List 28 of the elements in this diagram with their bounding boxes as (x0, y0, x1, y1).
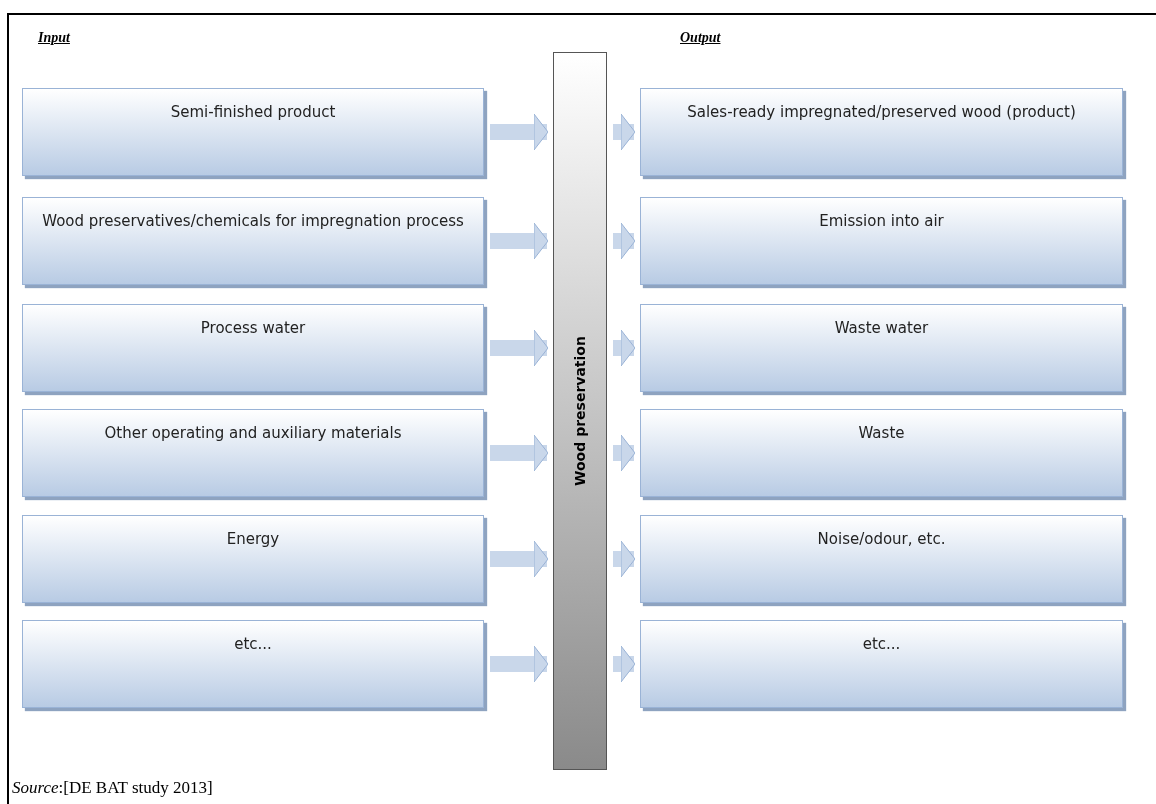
block-arrow (490, 113, 549, 151)
block-arrow (613, 540, 636, 578)
flow-box: Semi-finished product (22, 88, 484, 176)
flow-box: Waste (640, 409, 1123, 497)
column-heading: Output (680, 30, 721, 46)
flow-box: Wood preservatives/chemicals for impregnation process (22, 197, 484, 285)
flow-box: Other operating and auxiliary materials (22, 409, 484, 497)
block-arrow (613, 434, 636, 472)
flow-box: Waste water (640, 304, 1123, 392)
flow-box: Sales-ready impregnated/preserved wood (product) (640, 88, 1123, 176)
block-arrow (613, 222, 636, 260)
block-arrow (490, 540, 549, 578)
flow-box: etc... (22, 620, 484, 708)
source-caption: Source:[DE BAT study 2013] (12, 778, 213, 798)
flow-box: Energy (22, 515, 484, 603)
flow-box: Noise/odour, etc. (640, 515, 1123, 603)
block-arrow (613, 645, 636, 683)
column-heading: Input (38, 30, 70, 46)
block-arrow (613, 329, 636, 367)
block-arrow (613, 113, 636, 151)
block-arrow (490, 645, 549, 683)
process-bar: Wood preservation (553, 52, 607, 770)
block-arrow (490, 329, 549, 367)
flow-box: etc... (640, 620, 1123, 708)
flow-box: Process water (22, 304, 484, 392)
flow-box: Emission into air (640, 197, 1123, 285)
block-arrow (490, 434, 549, 472)
block-arrow (490, 222, 549, 260)
